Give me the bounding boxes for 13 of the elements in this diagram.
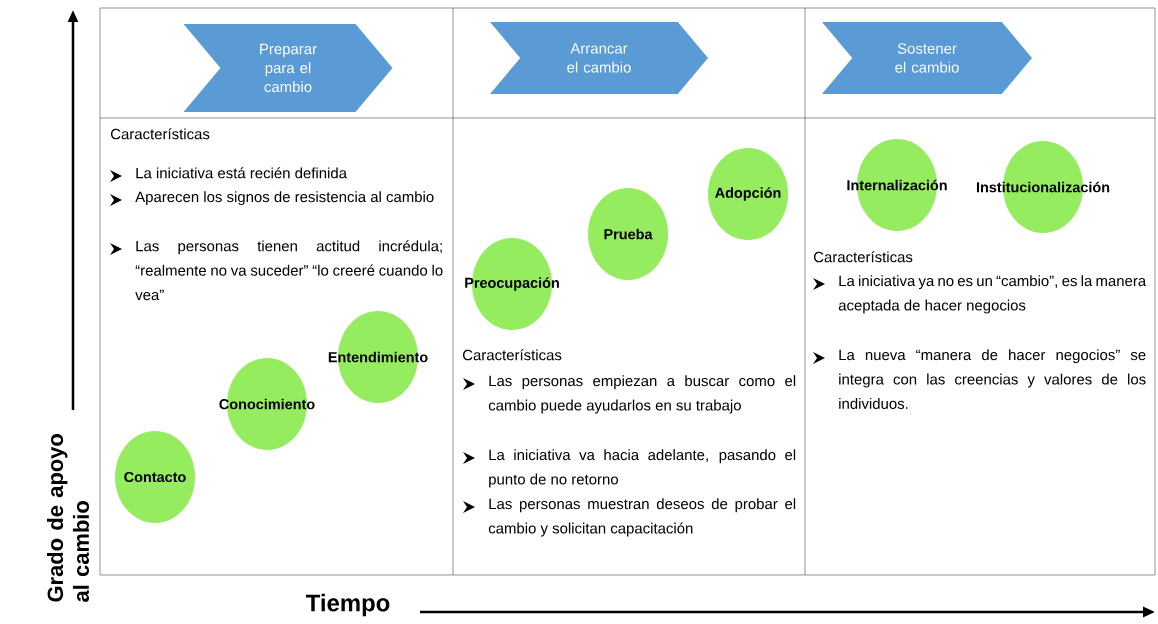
section-heading: Características [814,251,913,263]
bullet-item: La iniciativa está recién definida [110,167,347,182]
bullet-item: Las personas tienen actitud incrédula; “realmente no va suceder” “lo creeré cuando lo vea” [110,240,443,301]
bullet-item: La nueva “manera de hacer negocios” se integra con las creencias y valores de los individuos. [813,349,1146,409]
bullet-item: Aparecen los signos de resistencia al cambio [110,191,434,206]
bullet-item: La iniciativa va hacia adelante, pasando el punto de no retorno [463,449,796,488]
section-heading: Características [462,349,562,361]
section-heading: Características [110,128,210,140]
bullet-item: Las personas muestran deseos de probar el cambio y solicitan capacitación [463,498,796,537]
axis-label: Tiempo [306,593,390,617]
bullet-item: Las personas empiezan a buscar como el cambio puede ayudarlos en su trabajo [463,375,796,414]
bullet-item: La iniciativa ya no es un “cambio”, es la manera aceptada de hacer negocios [813,275,1147,314]
axis-label: Grado de apoyo al cambio [47,434,89,602]
